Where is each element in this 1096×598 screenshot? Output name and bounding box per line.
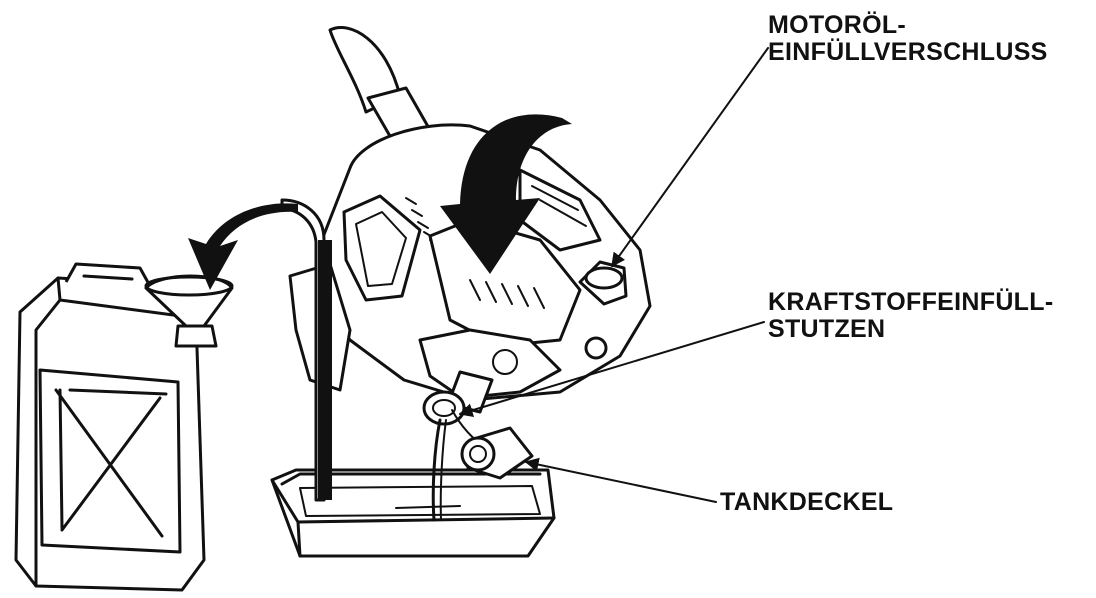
fuel-tank-cap-label: TANKDECKEL [720,489,893,516]
curved-arrow-icon [188,203,298,290]
fuel-filler-neck-label: KRAFTSTOFFEINFÜLL- STUTZEN [768,289,1053,343]
fuel-neck-leader-line [458,321,765,418]
fuel-tank-cap-label-line1: TANKDECKEL [720,488,894,516]
jerry-can-icon [14,262,206,592]
oil-filler-cap-label-line2: EINFÜLLVERSCHLUSS [768,38,1048,66]
drain-tray-icon [270,468,556,558]
fuel-filler-neck-label-line2: STUTZEN [768,315,886,343]
curved-arrow-icon [440,114,572,274]
drain-pipe [280,198,332,502]
oil-filler-cap-label: MOTORÖL- EINFÜLLVERSCHLUSS [768,12,1048,66]
oil-filler-cap-label-line1: MOTORÖL- [768,11,907,39]
fuel-tank-cap-part [451,409,534,480]
engine-icon [288,26,652,402]
fuel-filler-neck-label-line1: KRAFTSTOFFEINFÜLL- [768,288,1054,316]
tank-cap-leader-line [524,457,717,503]
oil-cap-leader-line [611,47,769,268]
